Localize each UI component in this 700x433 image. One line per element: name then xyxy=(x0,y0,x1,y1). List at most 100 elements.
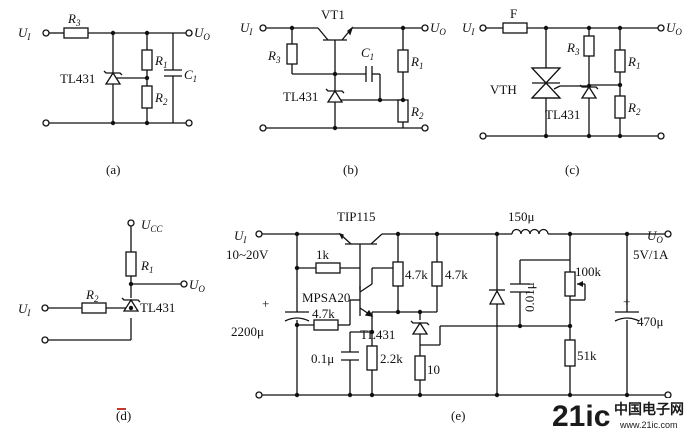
terminal-output xyxy=(657,24,665,32)
label-r1: R xyxy=(140,258,149,273)
resistor-r1 xyxy=(397,49,409,73)
tl431-symbol xyxy=(121,297,141,312)
tl431-symbol xyxy=(325,88,345,103)
label-inductor: 150μ xyxy=(508,209,535,224)
label-r3: R xyxy=(267,48,276,63)
label-r1: R xyxy=(410,54,419,69)
label-uo: U xyxy=(430,20,441,35)
svg-text:R1: R1 xyxy=(140,258,153,275)
svg-text:UO: UO xyxy=(194,25,210,42)
circuit-d: UCC R1 UO R2 UI TL431 (d) xyxy=(18,217,205,423)
resistor-51k xyxy=(564,339,576,367)
label-tip115: TIP115 xyxy=(337,209,376,224)
caption-a: (a) xyxy=(106,162,120,177)
watermark-brand-cn: 中国电子网 xyxy=(614,401,684,418)
label-c1: C xyxy=(361,45,370,60)
circuit-a: UI UO R3 R1 R2 C1 TL431 (a) xyxy=(18,11,210,177)
label-tl431: TL431 xyxy=(545,107,580,122)
svg-text:UI: UI xyxy=(18,301,31,318)
terminal-gnd-right xyxy=(664,391,672,399)
label-uo: U xyxy=(189,277,200,292)
resistor-r2 xyxy=(81,302,107,314)
transistor-vt1 xyxy=(317,26,354,46)
label-0p1u: 0.1μ xyxy=(311,351,334,366)
thyristor-vth xyxy=(530,67,562,99)
label-r2: R xyxy=(85,287,94,302)
label-2200u: 2200μ xyxy=(231,324,264,339)
label-4k7-c: 4.7k xyxy=(312,306,335,321)
svg-text:R2: R2 xyxy=(627,100,641,117)
svg-text:UI: UI xyxy=(462,20,475,37)
tl431-symbol xyxy=(103,70,123,85)
watermark-url: www.21ic.com xyxy=(619,420,678,430)
diode xyxy=(488,289,506,305)
svg-text:R3: R3 xyxy=(267,48,281,65)
caption-b: (b) xyxy=(343,162,358,177)
label-51k: 51k xyxy=(577,348,597,363)
resistor-r2 xyxy=(397,99,409,123)
label-r3: R xyxy=(67,11,76,26)
terminal-gnd-right xyxy=(185,119,193,127)
potentiometer-100k xyxy=(564,271,576,297)
label-ui: U xyxy=(18,25,29,40)
transistor-tip115 xyxy=(338,232,383,250)
label-vt1: VT1 xyxy=(321,7,345,22)
label-output-rating: 5V/1A xyxy=(633,247,669,262)
watermark-brand: 21ic xyxy=(552,400,610,433)
label-4k7-b: 4.7k xyxy=(445,267,468,282)
fuse-f xyxy=(502,22,528,34)
label-input-range: 10~20V xyxy=(226,247,269,262)
resistor-1k xyxy=(315,262,341,274)
label-10: 10 xyxy=(427,362,440,377)
caption-c: (c) xyxy=(565,162,579,177)
inductor-150u xyxy=(511,228,549,235)
label-r2: R xyxy=(410,104,419,119)
label-2k2: 2.2k xyxy=(380,351,403,366)
label-ui: U xyxy=(240,20,251,35)
resistor-4k7-c xyxy=(313,319,339,331)
terminal-gnd-left xyxy=(259,124,267,132)
svg-text:C1: C1 xyxy=(361,45,374,62)
svg-text:UO: UO xyxy=(430,20,446,37)
svg-text:R3: R3 xyxy=(67,11,81,28)
label-tl431: TL431 xyxy=(60,71,95,86)
label-r2: R xyxy=(154,90,163,105)
label-ucc: U xyxy=(141,217,152,232)
svg-text:UCC: UCC xyxy=(141,217,163,234)
terminal-input xyxy=(41,304,49,312)
terminal-input xyxy=(259,24,267,32)
circuit-c: UI UO F VTH R3 R1 R2 TL431 (c) xyxy=(462,6,682,177)
svg-text:UO: UO xyxy=(666,20,682,37)
label-tl431: TL431 xyxy=(283,89,318,104)
resistor-r3 xyxy=(63,27,89,39)
label-470u: 470μ xyxy=(637,314,664,329)
caption-d: (d) xyxy=(116,408,131,423)
terminal-gnd-left xyxy=(255,391,263,399)
terminal-gnd-right xyxy=(657,132,665,140)
label-uo: U xyxy=(666,20,677,35)
terminal-output xyxy=(664,230,672,238)
label-ui: U xyxy=(18,301,29,316)
terminal-input xyxy=(479,24,487,32)
terminal-output xyxy=(421,24,429,32)
label-plus-in: + xyxy=(262,296,269,311)
terminal-input xyxy=(255,230,263,238)
label-c1: C xyxy=(184,67,193,82)
svg-text:UI: UI xyxy=(234,228,247,245)
label-r1: R xyxy=(154,53,163,68)
svg-text:R1: R1 xyxy=(154,53,167,70)
label-vth: VTH xyxy=(490,82,517,97)
label-tl431: TL431 xyxy=(360,327,395,342)
resistor-r1 xyxy=(125,251,137,277)
resistor-r1 xyxy=(614,49,626,73)
label-ui: U xyxy=(462,20,473,35)
terminal-gnd xyxy=(41,336,49,344)
svg-text:R2: R2 xyxy=(154,90,168,107)
resistor-r2 xyxy=(141,85,153,109)
terminal-ucc xyxy=(127,219,135,227)
resistor-10 xyxy=(414,355,426,381)
circuit-e: UI 10~20V UO 5V/1A TIP115 150μ 1k MPSA20… xyxy=(226,209,672,423)
resistor-4k7-b xyxy=(431,261,443,287)
label-100k: 100k xyxy=(575,264,602,279)
